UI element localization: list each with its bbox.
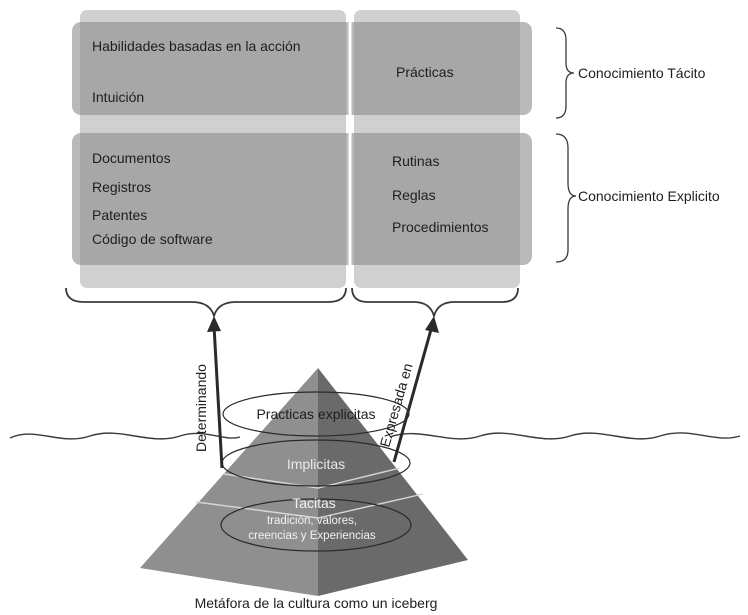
left-column-brace bbox=[65, 287, 347, 320]
explicit-practices-ellipse bbox=[222, 391, 410, 437]
tacit-knowledge-label: Conocimiento Tácito bbox=[578, 65, 706, 81]
pyramid bbox=[140, 368, 468, 596]
explicit-right-item: Reglas bbox=[392, 187, 436, 203]
explicit-left-item: Patentes bbox=[92, 207, 147, 223]
determinando-arrowhead bbox=[207, 316, 221, 332]
pyramid-left-face bbox=[140, 368, 318, 596]
explicit-row-box bbox=[72, 133, 532, 265]
pyramid-layer-line bbox=[195, 493, 424, 519]
pyramid-layer-line bbox=[223, 467, 401, 489]
implicit-label: Implicitas bbox=[287, 456, 345, 472]
tacit-label: Tacitas bbox=[292, 495, 336, 511]
tacit-sublabel-line1: tradición, valores, bbox=[267, 515, 357, 527]
explicit-knowledge-label: Conocimiento Explicito bbox=[578, 188, 720, 204]
right-column-brace bbox=[351, 287, 519, 320]
tacit-ellipse bbox=[220, 498, 412, 552]
explicit-right-item: Rutinas bbox=[392, 153, 439, 169]
tacit-row-box bbox=[72, 22, 532, 115]
tacit-brace bbox=[555, 27, 575, 119]
expresada-arrow-line bbox=[392, 325, 434, 463]
pyramid-right-face bbox=[318, 368, 468, 596]
determinando-label: Determinando bbox=[193, 364, 209, 452]
tacit-sublabel-line2: creencias y Experiencias bbox=[248, 530, 375, 542]
explicit-left-item: Registros bbox=[92, 179, 151, 195]
determinando-arrow-line bbox=[212, 325, 224, 469]
knowledge-matrix bbox=[72, 10, 532, 288]
water-line bbox=[9, 432, 741, 440]
explicit-right-item: Procedimientos bbox=[392, 219, 489, 235]
tacit-right-item: Prácticas bbox=[396, 64, 454, 80]
tacit-left-item: Habilidades basadas en la acción bbox=[92, 38, 301, 54]
tacit-left-item: Intuición bbox=[92, 89, 144, 105]
explicit-left-item: Documentos bbox=[92, 150, 171, 166]
explicit-left-item: Código de software bbox=[92, 231, 213, 247]
diagram-caption: Metáfora de la cultura como un iceberg bbox=[195, 595, 438, 611]
explicit-practices-label: Practicas explicitas bbox=[256, 406, 375, 422]
expresada-arrowhead bbox=[425, 316, 439, 333]
explicit-brace bbox=[555, 133, 577, 263]
